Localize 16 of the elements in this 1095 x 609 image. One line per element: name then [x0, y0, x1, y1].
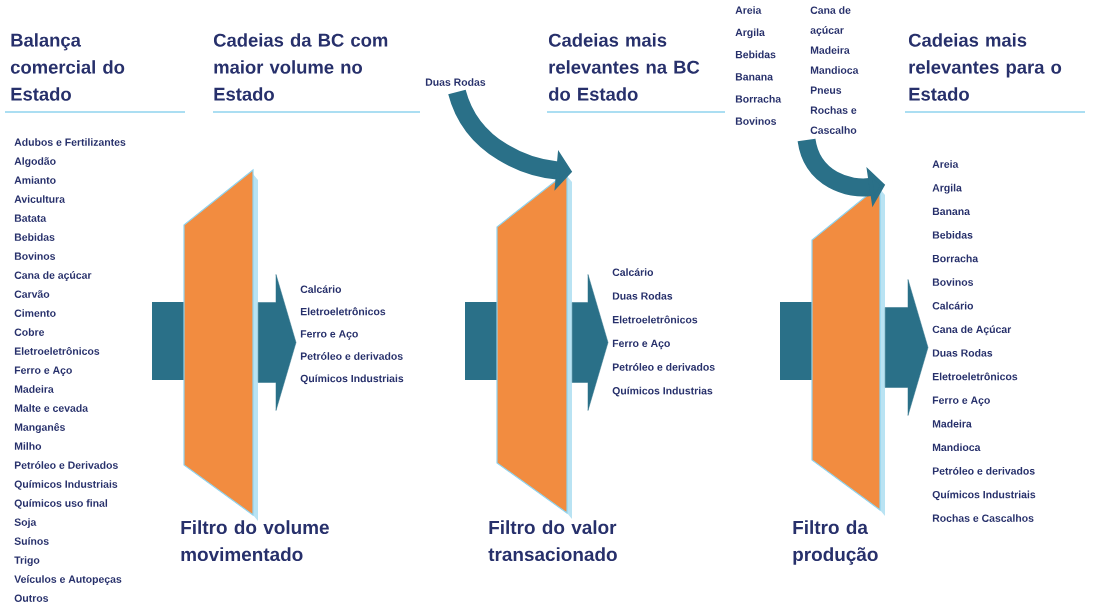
- arrow: [571, 274, 609, 411]
- arrow: [257, 274, 297, 411]
- arrow: [884, 279, 929, 416]
- heading: Cadeias da BC com maior volume no Estado: [213, 33, 388, 101]
- text-list: Adubos e Fertilizantes Algodão Amianto Avicultura Batata Bebidas Bovinos Cana de açúcar Carvão Cimento Cobre Eletroeletrônicos Ferro e Aço Madeira Malte e cevada Manganês Milho Petróleo e Derivados Químicos Industriais Químicos uso final Soja Suínos Trigo Veículos e Autopeças Outros: [14, 138, 126, 602]
- text-list: Calcário Duas Rodas Eletroeletrônicos Ferro e Aço Petróleo e derivados Químicos Industrias: [612, 268, 715, 397]
- text-list: Areia Argila Banana Bebidas Borracha Bovinos Calcário Cana de Açúcar Duas Rodas Eletroeletrônicos Ferro e Aço Madeira Mandioca Petróleo e derivados Químicos Industriais Rochas e Cascalhos: [932, 160, 1036, 522]
- filter-caption: Filtro do volume movimentado: [181, 520, 329, 562]
- heading: Cadeias mais relevantes na BC do Estado: [548, 33, 700, 101]
- heading: Cadeias mais relevantes para o Estado: [908, 33, 1062, 101]
- filter-caption: Filtro do valor transacionado: [488, 520, 617, 562]
- text-list: Duas Rodas: [425, 78, 486, 86]
- text-list: Calcário Eletroeletrônicos Ferro e Aço Petróleo e derivados Químicos Industriais: [300, 285, 404, 385]
- filter-caption: Filtro da produção: [793, 520, 878, 565]
- text-list: Areia Argila Bebidas Banana Borracha Bovinos Cana de açúcar Madeira Mandioca Pneus Rochas e Cascalho: [735, 6, 859, 134]
- heading: Balança comercial do Estado: [10, 33, 125, 101]
